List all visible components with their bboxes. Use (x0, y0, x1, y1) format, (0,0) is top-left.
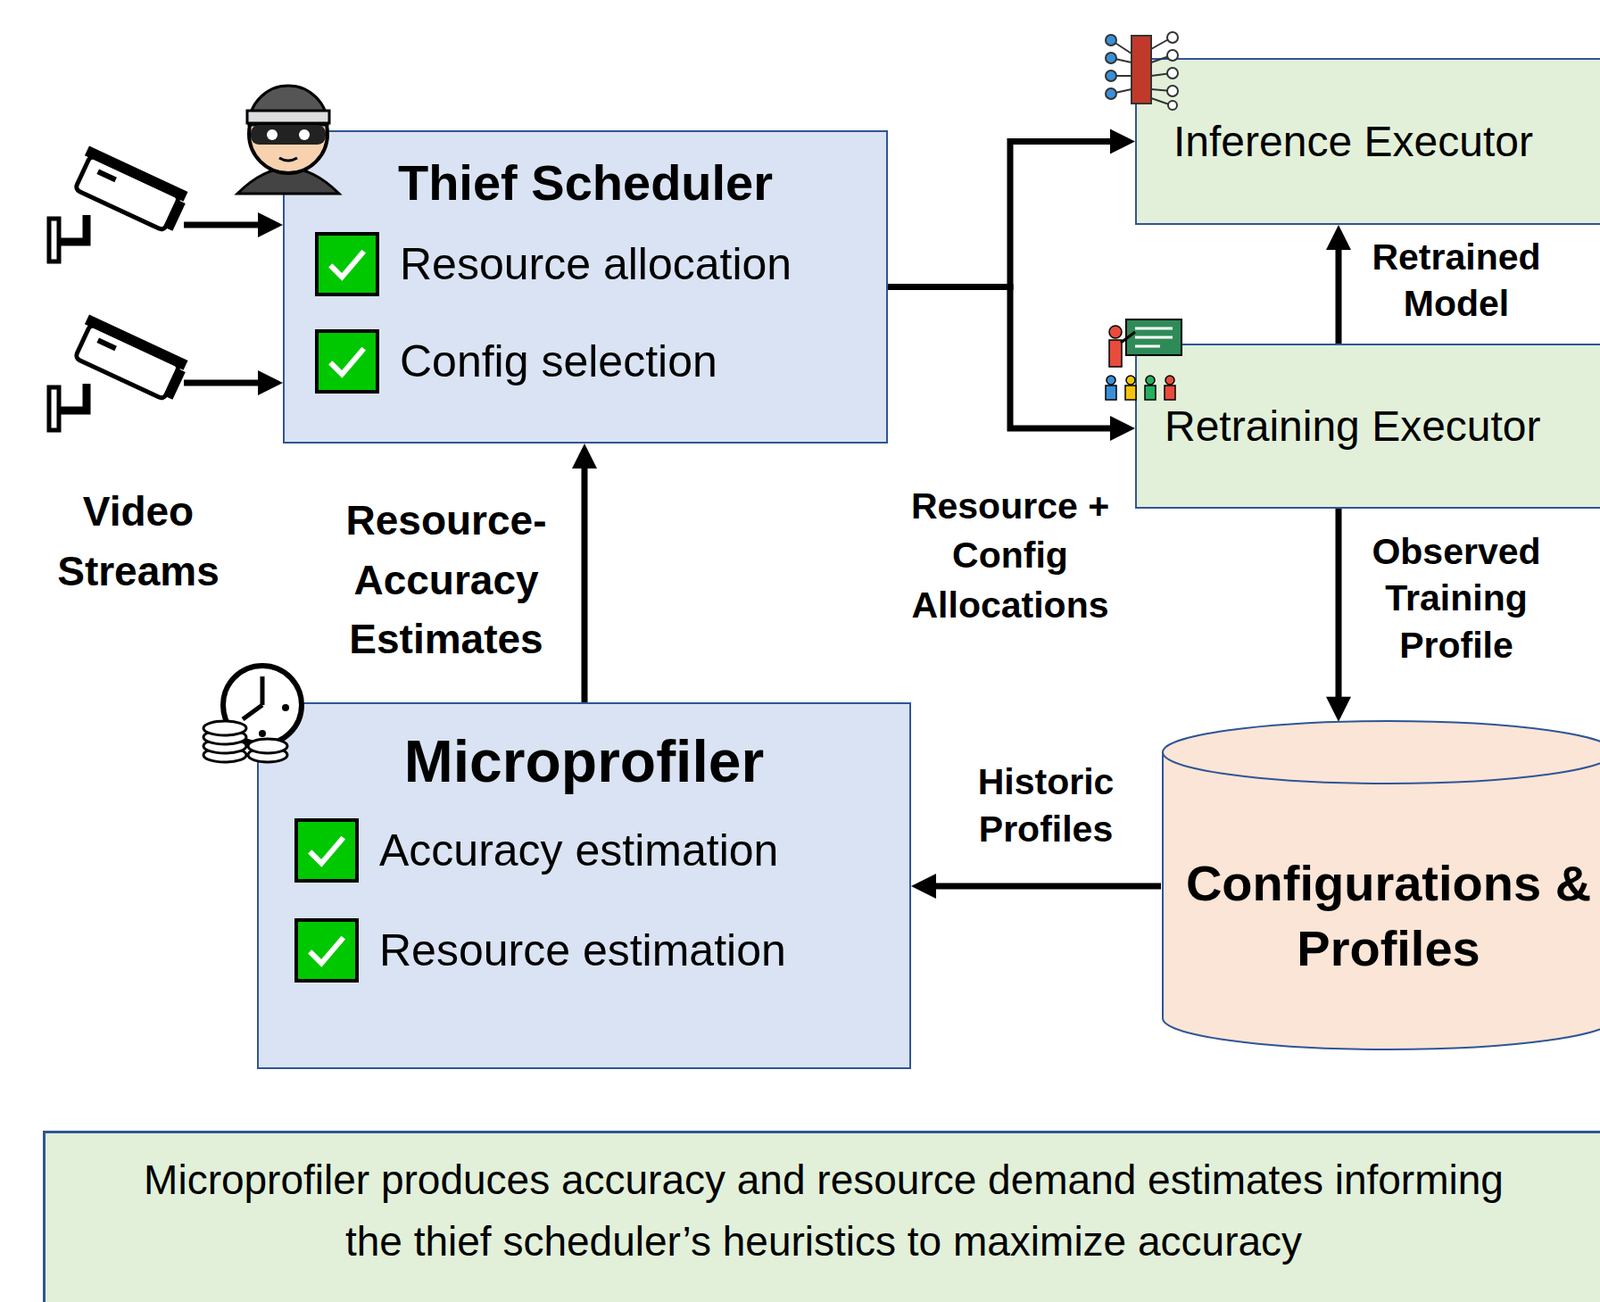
checkbox-icon (315, 329, 380, 394)
executor-box: Retraining Executor (1135, 343, 1600, 509)
camera-arrowhead (257, 370, 283, 396)
camera-arrow (183, 222, 261, 229)
box-heading: Microprofiler (258, 723, 910, 801)
check-mark (330, 251, 364, 278)
arrowhead (1326, 224, 1352, 250)
connector (581, 466, 589, 703)
camera-arrowhead (257, 212, 283, 238)
connector (887, 141, 1112, 288)
camera-icon (49, 314, 191, 431)
edge-label: Observed Training Profile (1349, 528, 1564, 669)
arrowhead (1110, 129, 1136, 155)
check-item-text: Config selection (399, 334, 718, 389)
arrowhead (1326, 696, 1352, 722)
check-mark (309, 936, 343, 963)
checkbox-icon (315, 232, 380, 297)
executor-box: Inference Executor (1135, 58, 1600, 225)
cylinder-top (1162, 721, 1600, 784)
checkbox-square (316, 331, 378, 392)
database-title: Configurations & Profiles (1178, 851, 1599, 982)
executor-title: Inference Executor (1173, 116, 1534, 166)
database-cylinder: Configurations & Profiles (1160, 719, 1600, 1052)
checkbox-icon (294, 818, 359, 883)
box-heading: Thief Scheduler (284, 150, 887, 216)
connector (934, 883, 1161, 890)
arrowhead (911, 873, 937, 899)
arrowhead (572, 443, 597, 469)
component-box: MicroprofilerAccuracy estimationResource… (256, 702, 912, 1070)
check-mark (309, 837, 343, 863)
check-mark (330, 348, 364, 375)
edge-label: Resource-Accuracy Estimates (321, 490, 572, 670)
checkbox-square (296, 820, 357, 881)
connector (1335, 248, 1343, 344)
checkbox-square (316, 233, 378, 295)
edge-label: Resource + Config Allocations (894, 481, 1127, 631)
stream-label: Video Streams (35, 481, 241, 601)
checkbox-icon (294, 918, 359, 983)
edge-label: Historic Profiles (947, 758, 1145, 854)
connector (887, 287, 1112, 430)
checkbox-square (296, 920, 357, 981)
connector (1335, 508, 1343, 699)
arrowhead (1110, 415, 1136, 441)
camera-icon (49, 145, 191, 262)
cylinder-body (1162, 752, 1600, 1050)
executor-title: Retraining Executor (1164, 401, 1542, 451)
check-row: Resource estimation (294, 900, 896, 1001)
check-row: Resource allocation (315, 215, 872, 314)
caption-text: Microprofiler produces accuracy and reso… (127, 1133, 1520, 1273)
check-item-text: Accuracy estimation (379, 823, 779, 878)
caption-band: Microprofiler produces accuracy and reso… (42, 1130, 1600, 1302)
component-box: Thief SchedulerResource allocationConfig… (282, 130, 888, 444)
check-row: Config selection (315, 313, 872, 411)
check-item-text: Resource allocation (399, 237, 792, 291)
check-item-text: Resource estimation (379, 923, 787, 978)
check-row: Accuracy estimation (294, 800, 896, 901)
camera-arrow (183, 380, 261, 387)
edge-label: Retrained Model (1349, 233, 1564, 328)
